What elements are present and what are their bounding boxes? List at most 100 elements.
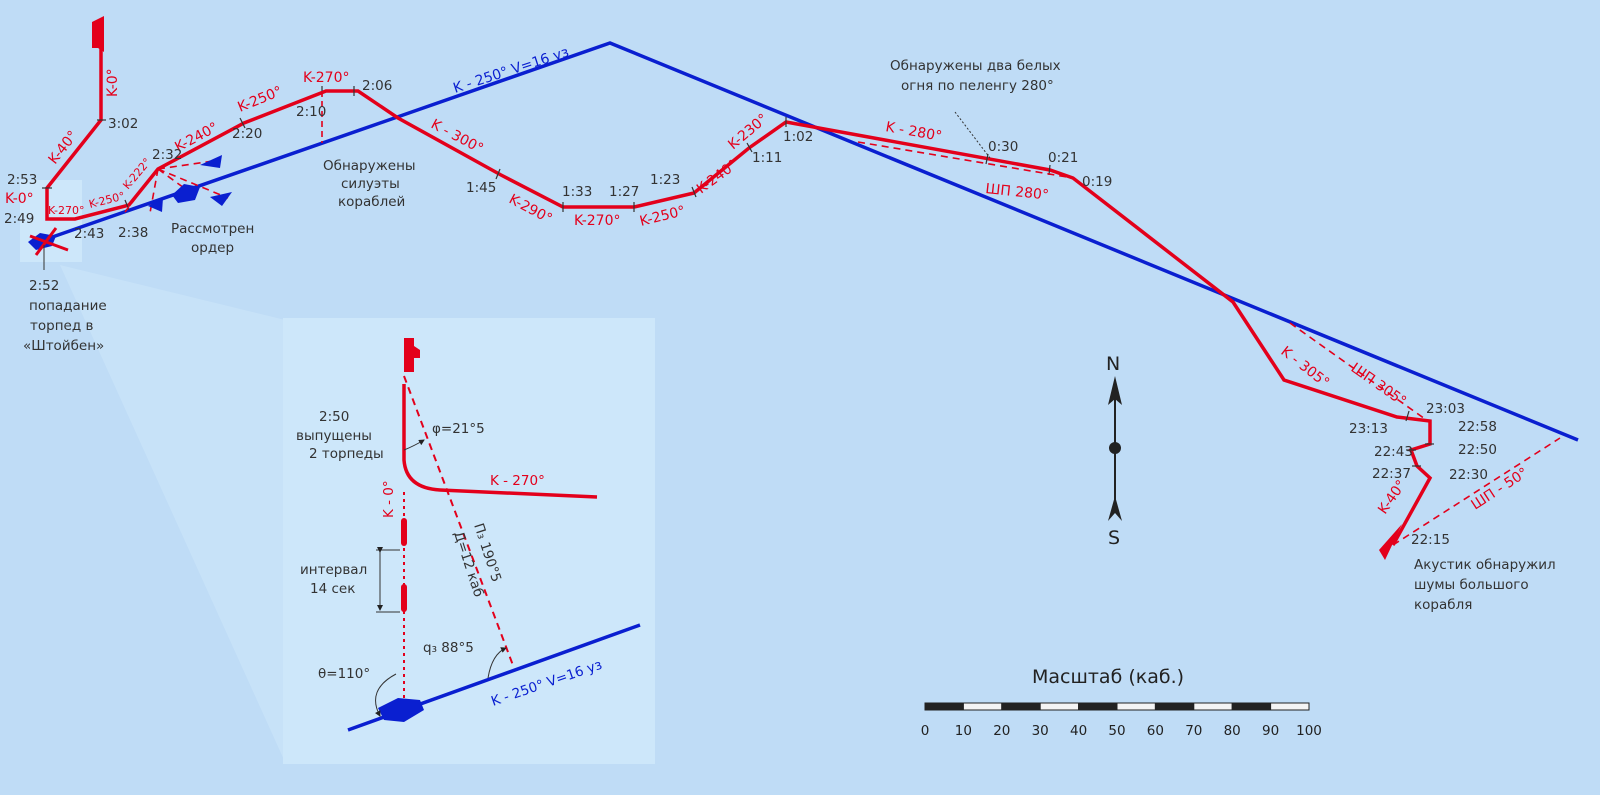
escort-ship (200, 155, 222, 168)
escort-ship (210, 192, 232, 206)
course-label: K - 305° (1278, 344, 1333, 392)
torpedo-icon (401, 518, 407, 546)
time-label: 1:23 (650, 172, 680, 188)
inset-fired-line3: 2 торпеды (309, 446, 384, 462)
scale-tick-label: 90 (1262, 723, 1279, 739)
time-label: 0:21 (1048, 150, 1078, 166)
compass-north: N (1106, 353, 1120, 375)
hit-note-line1: 2:52 (29, 278, 59, 294)
light-pointer (954, 111, 991, 159)
hit-note-line2: попадание (29, 298, 107, 314)
time-label: 2:43 (74, 226, 104, 242)
inset-course-270: K - 270° (490, 473, 545, 489)
two-lights-note-line2: огня по пеленгу 280° (901, 78, 1054, 94)
target-ship (172, 184, 200, 203)
inset-fired-line1: 2:50 (319, 409, 349, 425)
time-label: 22:50 (1458, 442, 1497, 458)
scale-tick-label: 30 (1032, 723, 1049, 739)
scale-segment (1231, 702, 1272, 711)
time-labels: 3:02 2:53 2:49 2:43 2:38 2:32 2:20 2:10 … (4, 78, 1497, 548)
scale-segments (924, 702, 1310, 711)
time-label: 1:11 (752, 150, 782, 166)
scale-tick-label: 50 (1108, 723, 1125, 739)
inset-aim-line (403, 375, 515, 669)
enemy-track (37, 41, 1579, 442)
enemy-course-label: K - 250° V=16 уз (451, 44, 571, 96)
submarine-start-marker (92, 16, 104, 52)
annotations: Обнаружены два белых огня по пеленгу 280… (23, 58, 1556, 613)
scale-tick-label: 40 (1070, 723, 1087, 739)
scale-segment (1154, 702, 1195, 711)
time-label: 0:30 (988, 139, 1018, 155)
time-label: 22:30 (1449, 467, 1488, 483)
time-label: 2:49 (4, 211, 34, 227)
north-arrow-icon (1108, 376, 1122, 405)
scale-tick-label: 60 (1147, 723, 1164, 739)
hit-cross-b (34, 227, 58, 256)
time-label: 3:02 (108, 116, 138, 132)
south-arrow-icon (1108, 496, 1122, 521)
inset-q: q₃ 88°5 (423, 640, 474, 656)
inset-diagram (347, 338, 641, 732)
scale-tick-label: 70 (1185, 723, 1202, 739)
inset-interval-line1: интервал (300, 562, 367, 578)
inset-interval-line2: 14 сек (310, 581, 355, 597)
scale-segment (924, 702, 964, 711)
inset-submarine (404, 338, 420, 372)
time-label: 22:37 (1372, 466, 1411, 482)
submarine-end-marker (1379, 524, 1402, 560)
phi-arc (403, 439, 425, 451)
inset-fired-line2: выпущены (296, 428, 372, 444)
order-note-line2: ордер (191, 240, 234, 256)
scale-tick-label: 100 (1296, 723, 1322, 739)
inset-panel (283, 318, 655, 764)
course-label: K-0° (105, 68, 121, 97)
own-track (45, 28, 1433, 546)
scale-segment (1270, 702, 1310, 711)
course-label: K-270° (48, 204, 85, 217)
order-note-line1: Рассмотрен (171, 221, 254, 237)
q-arc (487, 647, 507, 679)
scale-segment (1193, 702, 1233, 711)
inset-sub-track (402, 384, 598, 499)
time-label: 2:10 (296, 104, 326, 120)
scale-tick-label: 10 (955, 723, 972, 739)
course-label: K-40° (1375, 477, 1410, 517)
time-label: 1:02 (783, 129, 813, 145)
zoom-source-area (20, 180, 82, 262)
inset-target-ship (378, 698, 424, 722)
acoustic-note-line3: корабля (1414, 597, 1472, 613)
hit-note-line4: «Штойбен» (23, 338, 104, 354)
time-label: 1:33 (562, 184, 592, 200)
time-label: 23:13 (1349, 421, 1388, 437)
course-label: K-270° (574, 213, 620, 229)
acoustic-note-line1: Акустик обнаружил (1414, 557, 1556, 573)
acoustic-note-line2: шумы большого (1414, 577, 1529, 593)
bearing-label: ШП 280° (985, 181, 1050, 204)
hit-note-line3: торпед в (30, 318, 93, 334)
inset-course-0: K - 0° (381, 480, 397, 518)
time-label: 22:15 (1411, 532, 1450, 548)
compass-south: S (1108, 527, 1120, 549)
time-label: 22:58 (1458, 419, 1497, 435)
course-label: K-222° (120, 156, 153, 192)
course-label: K-240° (694, 157, 741, 197)
course-label: K-250° (638, 203, 687, 230)
time-label: 2:53 (7, 172, 37, 188)
time-label: 2:32 (152, 147, 182, 163)
scale-segment (1116, 702, 1156, 711)
time-label: 2:20 (232, 126, 262, 142)
course-label: K-270° (303, 70, 349, 86)
escort-ship (148, 198, 163, 212)
silhouettes-note-line1: Обнаружены (323, 158, 416, 174)
theta-arc (374, 673, 397, 717)
time-label: 2:06 (362, 78, 392, 94)
hit-cross-a (29, 234, 69, 252)
time-label: 23:03 (1426, 401, 1465, 417)
time-ticks (42, 86, 1434, 467)
time-label: 1:27 (609, 184, 639, 200)
time-label: 22:43 (1374, 444, 1413, 460)
